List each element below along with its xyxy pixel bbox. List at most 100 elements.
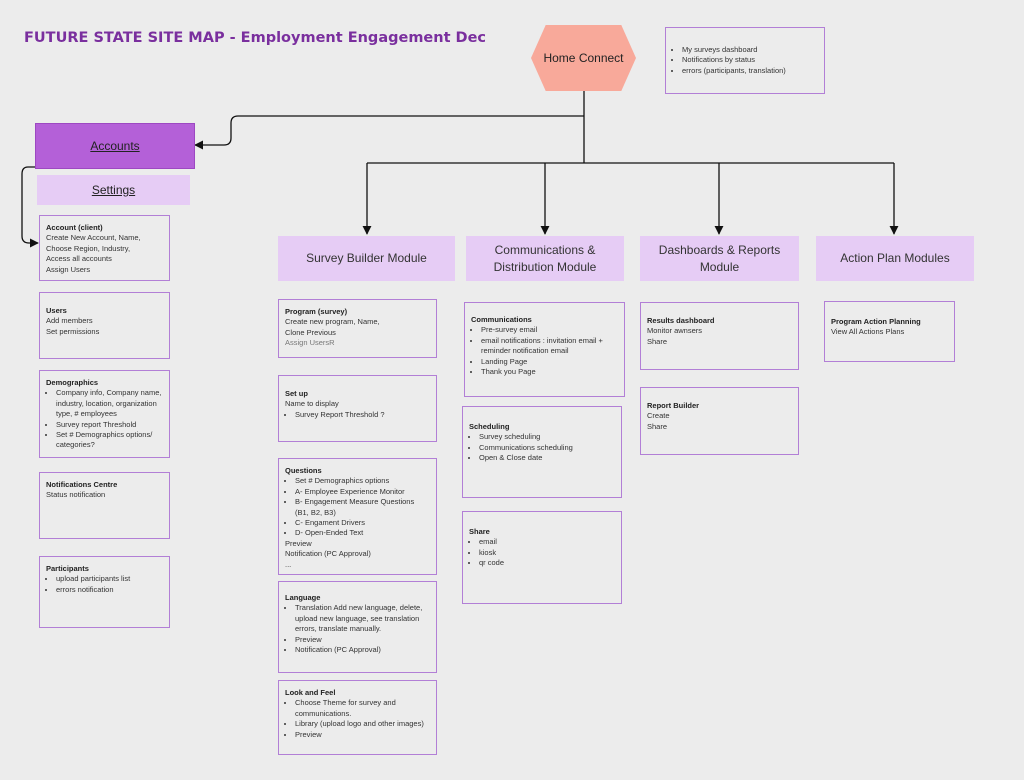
results-dashboard-card: Results dashboard Monitor awnsers Share [640, 302, 799, 370]
list-item: A- Employee Experience Monitor [295, 487, 430, 497]
card-line: Create [647, 411, 670, 421]
list-item: Pre-survey email [481, 325, 618, 335]
module-label: Dashboards & Reports Module [658, 242, 781, 274]
settings-node[interactable]: Settings [37, 175, 190, 205]
list-item: Set # Demographics options/ categories? [56, 430, 163, 451]
list-item: email notifications : invitation email +… [481, 336, 618, 357]
list-item: kiosk [479, 548, 615, 558]
card-line: Share [647, 421, 668, 431]
list-item: Translation Add new language, delete, up… [295, 603, 430, 634]
setup-card: Set up Name to display Survey Report Thr… [278, 375, 437, 442]
card-title: Look and Feel [285, 688, 336, 697]
list-item: errors (participants, translation) [682, 66, 818, 76]
scheduling-card: Scheduling Survey scheduling Communicati… [462, 406, 622, 498]
list-item: qr code [479, 558, 615, 568]
card-line: Set permissions [46, 326, 100, 336]
list-item: Landing Page [481, 357, 618, 367]
card-title: Set up [285, 389, 308, 398]
list-item: email [479, 537, 615, 547]
card-title: Demographics [46, 378, 99, 387]
card-line: Assign Users [46, 264, 91, 274]
dashboards-module[interactable]: Dashboards & Reports Module [640, 236, 799, 281]
list-item: Open & Close date [479, 453, 615, 463]
home-to-accounts-arrow [194, 115, 584, 150]
module-label: Communications & Distribution Module [493, 242, 597, 274]
card-title: Language [285, 593, 321, 602]
card-line: ... [285, 559, 292, 569]
page-title: FUTURE STATE SITE MAP - Employment Engag… [24, 30, 487, 46]
card-line: Create new program, Name, [285, 317, 380, 327]
card-title: Communications [471, 315, 532, 324]
home-connect-label: Home Connect [543, 51, 624, 65]
list-item: Choose Theme for survey and communicatio… [295, 698, 430, 719]
list-item: Set # Demographics options [295, 476, 430, 486]
card-line: Clone Previous [285, 327, 336, 337]
card-line: Choose Region, Industry, [46, 243, 131, 253]
list-item: Company info, Company name, industry, lo… [56, 388, 163, 419]
program-card: Program (survey) Create new program, Nam… [278, 299, 437, 358]
card-title: Share [469, 527, 490, 536]
card-title: Users [46, 306, 67, 315]
card-title: Results dashboard [647, 316, 715, 325]
action-plan-module[interactable]: Action Plan Modules [816, 236, 974, 281]
notifications-card: Notifications Centre Status notification [39, 472, 170, 539]
card-title: Report Builder [647, 401, 700, 410]
list-item: Preview [295, 635, 430, 645]
card-line: Assign UsersR [285, 338, 335, 348]
list-item: B- Engagement Measure Questions (B1, B2,… [295, 497, 430, 518]
list-item: Survey Report Threshold ? [295, 410, 430, 420]
questions-card: Questions Set # Demographics options A- … [278, 458, 437, 575]
home-connect-node[interactable]: Home Connect [531, 25, 636, 91]
users-card: Users Add members Set permissions [39, 292, 170, 359]
card-title: Scheduling [469, 422, 510, 431]
list-item: Communications scheduling [479, 443, 615, 453]
card-title: Participants [46, 564, 89, 573]
list-item: C- Engament Drivers [295, 518, 430, 528]
module-label: Survey Builder Module [306, 251, 427, 265]
report-builder-card: Report Builder Create Share [640, 387, 799, 455]
card-title: Program Action Planning [831, 317, 921, 326]
share-card: Share email kiosk qr code [462, 511, 622, 604]
communications-card: Communications Pre-survey email email no… [464, 302, 625, 397]
accounts-label: Accounts [90, 139, 140, 153]
survey-builder-module[interactable]: Survey Builder Module [278, 236, 455, 281]
card-line: Name to display [285, 399, 339, 409]
list-item: Survey report Threshold [56, 420, 163, 430]
participants-card: Participants upload participants list er… [39, 556, 170, 628]
card-line: Add members [46, 316, 93, 326]
card-line: Monitor awnsers [647, 326, 703, 336]
card-line: Share [647, 336, 668, 346]
settings-label: Settings [91, 183, 136, 197]
communications-module[interactable]: Communications & Distribution Module [466, 236, 624, 281]
look-and-feel-card: Look and Feel Choose Theme for survey an… [278, 680, 437, 755]
action-planning-card: Program Action Planning View All Actions… [824, 301, 955, 362]
card-title: Program (survey) [285, 307, 348, 316]
list-item: Notification (PC Approval) [295, 645, 430, 655]
account-card: Account (client) Create New Account, Nam… [39, 215, 170, 281]
card-line: Notification (PC Approval) [285, 549, 371, 559]
list-item: Thank you Page [481, 367, 618, 377]
card-line: Create New Account, Name, [46, 233, 141, 243]
list-item: My surveys dashboard [682, 45, 818, 55]
module-label: Action Plan Modules [840, 251, 950, 265]
demographics-card: Demographics Company info, Company name,… [39, 370, 170, 458]
accounts-node[interactable]: Accounts [35, 123, 195, 169]
card-title: Questions [285, 466, 322, 475]
card-line: Preview [285, 538, 312, 548]
card-title: Account (client) [46, 223, 103, 232]
list-item: upload participants list [56, 574, 163, 584]
home-notes-card: My surveys dashboard Notifications by st… [665, 27, 825, 94]
language-card: Language Translation Add new language, d… [278, 581, 437, 673]
list-item: Survey scheduling [479, 432, 615, 442]
list-item: errors notification [56, 585, 163, 595]
list-item: Notifications by status [682, 55, 818, 65]
list-item: Preview [295, 730, 430, 740]
accounts-to-account-card-arrow [21, 166, 39, 248]
list-item: Library (upload logo and other images) [295, 719, 430, 729]
card-line: View All Actions Plans [831, 327, 905, 337]
card-title: Notifications Centre [46, 480, 118, 489]
card-line: Status notification [46, 490, 106, 500]
list-item: D- Open-Ended Text [295, 528, 430, 538]
card-line: Access all accounts [46, 254, 112, 264]
